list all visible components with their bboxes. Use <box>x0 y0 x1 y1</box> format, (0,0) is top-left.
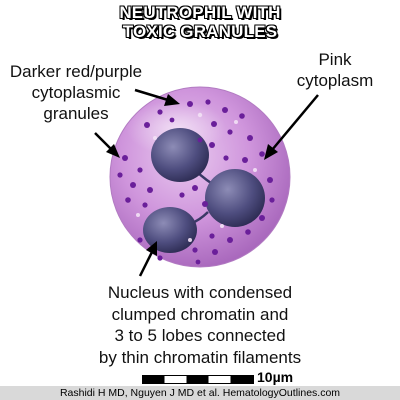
diagram-title-line-1: NEUTROPHIL WITH <box>119 3 281 22</box>
granule <box>209 142 215 148</box>
granule <box>192 185 198 191</box>
nucleus-label: Nucleus with condensed clumped chromatin… <box>70 282 330 368</box>
cytoplasm-arrow-head <box>264 144 278 160</box>
cytoplasm-label-line: cytoplasm <box>296 71 374 90</box>
cytoplasmic-granules <box>117 99 275 265</box>
granules-label: Darker red/purple cytoplasmic granules <box>2 61 150 124</box>
granule <box>212 249 218 255</box>
granule <box>239 113 245 119</box>
granule <box>179 192 185 198</box>
granule <box>259 151 265 157</box>
scale-bar <box>142 375 254 384</box>
cytoplasm-arrow <box>271 94 319 151</box>
granule <box>136 213 140 217</box>
granule <box>223 155 229 161</box>
nucleus-label-line: clumped chromatin and <box>111 304 289 324</box>
cytoplasm-label: Pink cytoplasm <box>280 49 390 91</box>
cytoplasm-label-line: Pink <box>318 50 352 69</box>
granules-arrow-1-head <box>164 94 180 106</box>
granule <box>144 122 150 128</box>
nucleus-label-line: by thin chromatin filaments <box>98 347 302 367</box>
granules-arrow-2 <box>94 132 113 151</box>
granules-arrow-1 <box>134 88 169 102</box>
granule <box>142 202 148 208</box>
granules-label-line: granules <box>43 104 109 123</box>
nucleus-lobe <box>205 169 265 227</box>
granule <box>269 197 275 203</box>
granule <box>157 255 163 261</box>
granule <box>197 137 203 143</box>
granule <box>147 187 153 193</box>
granules-label-line: Darker red/purple <box>9 62 143 81</box>
granule <box>169 117 175 123</box>
granule <box>211 121 217 127</box>
credit-footer: Rashidi H MD, Nguyen J MD et al. Hematol… <box>0 386 400 400</box>
granule <box>259 215 265 221</box>
granule <box>202 201 208 207</box>
granule <box>267 177 273 183</box>
nucleus-arrow <box>138 251 154 277</box>
granule <box>117 172 123 178</box>
granule <box>209 233 215 239</box>
nucleus-label-line: 3 to 5 lobes connected <box>114 326 286 345</box>
granules-label-line: cytoplasmic <box>31 83 121 102</box>
granule <box>242 157 248 163</box>
nucleus <box>143 128 265 253</box>
granule <box>130 182 136 188</box>
granule <box>197 112 203 118</box>
granule <box>222 107 228 113</box>
granule <box>220 224 224 228</box>
scale-bar-label: 10µm <box>257 369 294 385</box>
nucleus-lobe <box>151 128 209 182</box>
diagram-title-line-2: TOXIC GRANULES <box>122 22 278 41</box>
granule <box>234 120 238 124</box>
granule <box>192 247 198 253</box>
granule <box>187 101 193 107</box>
granule <box>157 109 163 115</box>
pointer-arrows <box>94 88 319 277</box>
granules-arrow-2-head <box>106 144 120 158</box>
granule <box>137 167 143 173</box>
pale-granules <box>136 112 257 242</box>
granule <box>122 155 128 161</box>
granule <box>125 197 131 203</box>
granule <box>195 259 201 265</box>
granule <box>153 136 157 140</box>
granule <box>205 99 211 105</box>
granule <box>245 229 251 235</box>
granule <box>227 237 233 243</box>
granule <box>188 238 192 242</box>
granule <box>227 129 233 135</box>
granule <box>253 168 257 172</box>
nucleus-label-line: Nucleus with condensed <box>107 283 293 302</box>
nucleus-arrow-head <box>146 241 157 256</box>
granule <box>137 237 143 243</box>
granule <box>247 135 253 141</box>
